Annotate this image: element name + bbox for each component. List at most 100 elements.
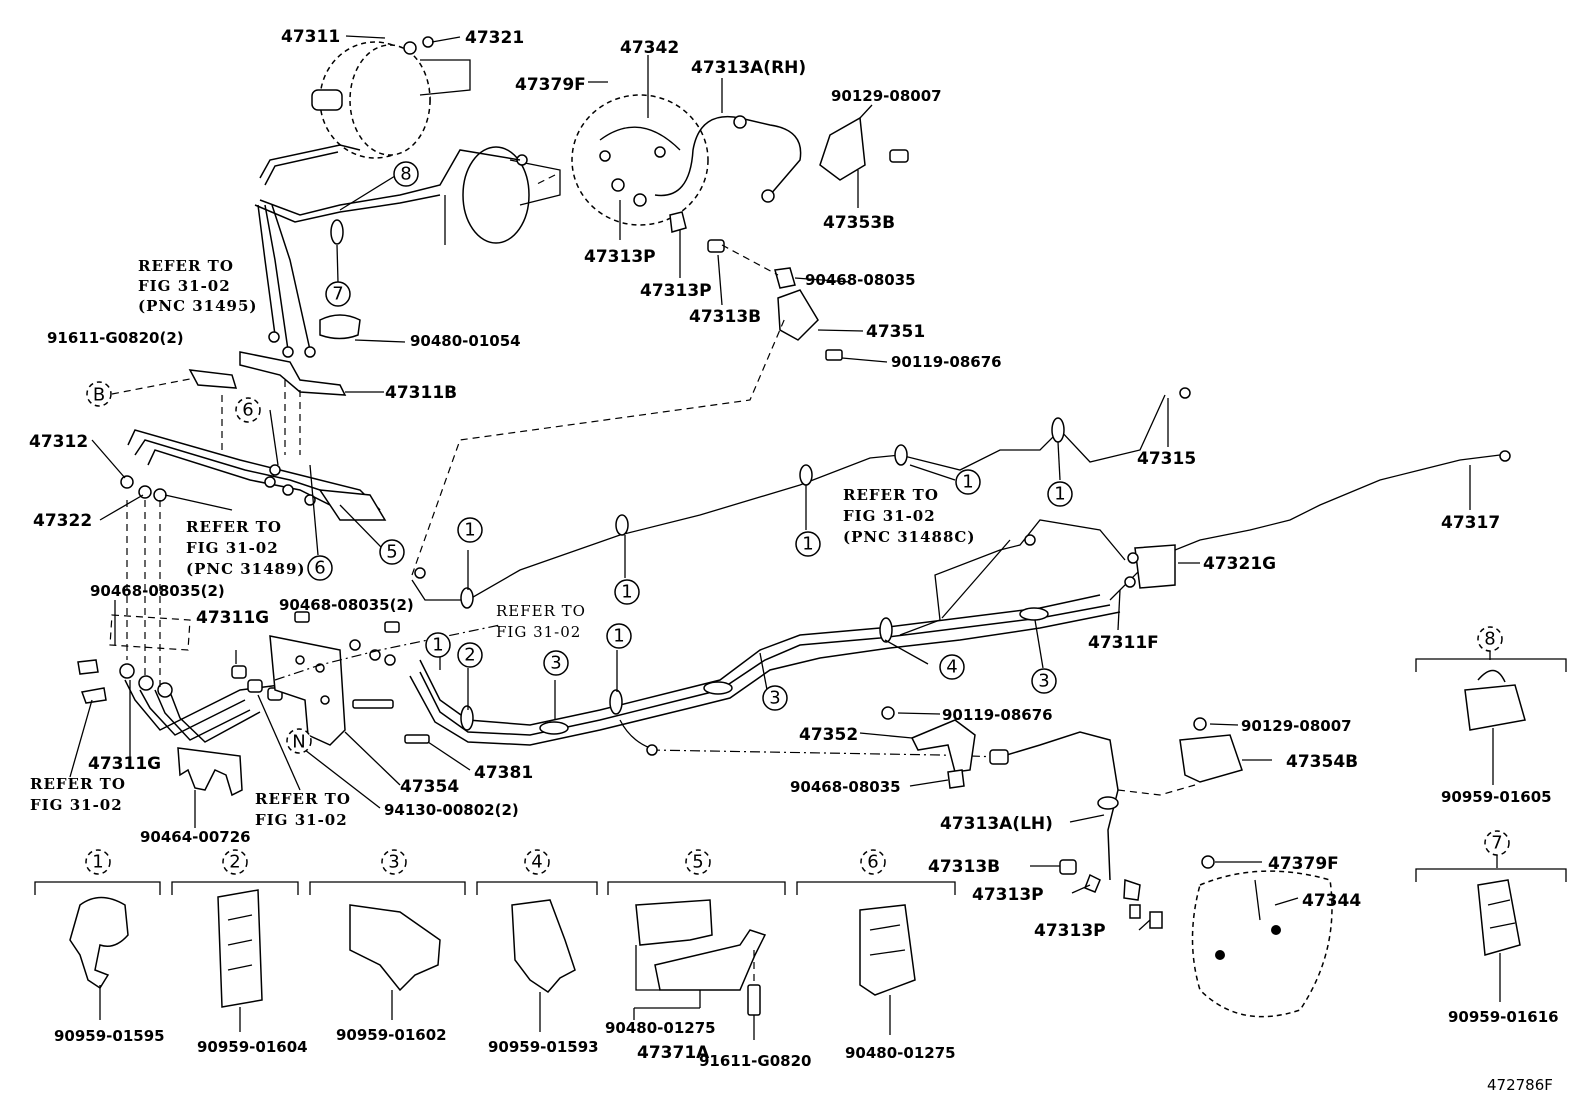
callout-5-left: 5 [379, 539, 405, 565]
label-47313p-b: 47313P [640, 281, 712, 301]
callout-detail-6: 6 [860, 849, 886, 875]
callout-1-b: 1 [614, 579, 640, 605]
brake-drum-top [571, 94, 909, 361]
rear-brake-tubes [409, 387, 1511, 758]
lower-left-tube-bundle [77, 611, 430, 797]
svg-text:1: 1 [432, 635, 443, 656]
label-90464: 90464-00726 [140, 828, 251, 846]
callout-6-lower: 6 [307, 555, 333, 581]
svg-text:1: 1 [621, 582, 632, 603]
label-90119-top: 90119-08676 [891, 353, 1002, 371]
callout-n: N [286, 728, 312, 754]
label-47321g: 47321G [1203, 554, 1276, 574]
brake-booster-assembly [311, 36, 561, 244]
label-47311b: 47311B [385, 383, 457, 403]
svg-text:1: 1 [962, 472, 973, 493]
callout-1-f: 1 [425, 632, 451, 658]
svg-text:REFER TO: REFER TO [255, 790, 351, 808]
label-90959-01605: 90959-01605 [1441, 788, 1552, 806]
refer-note-pnc-31495: REFER TO FIG 31-02 (PNC 31495) [138, 257, 258, 315]
callout-8-top: 8 [393, 161, 419, 187]
svg-text:6: 6 [242, 400, 253, 421]
svg-text:1: 1 [464, 520, 475, 541]
label-47311: 47311 [281, 27, 340, 47]
label-47312: 47312 [29, 432, 88, 452]
tube-junction-left [120, 429, 387, 521]
label-47344: 47344 [1302, 891, 1361, 911]
svg-text:FIG 31-02: FIG 31-02 [138, 277, 231, 295]
label-47311f: 47311F [1088, 633, 1159, 653]
svg-text:7: 7 [332, 284, 343, 305]
svg-text:REFER TO: REFER TO [843, 486, 939, 504]
callout-detail-3: 3 [381, 849, 407, 875]
callout-3-c: 3 [1031, 668, 1057, 694]
label-90959-01604: 90959-01604 [197, 1038, 308, 1056]
label-91611-single: 91611-G0820 [699, 1052, 811, 1070]
svg-text:REFER TO: REFER TO [30, 775, 126, 793]
label-47353b: 47353B [823, 213, 895, 233]
callout-1-d: 1 [955, 469, 981, 495]
label-47342: 47342 [620, 38, 679, 58]
label-47371a: 47371A [637, 1043, 710, 1063]
label-90129-mid: 90129-08007 [1241, 717, 1352, 735]
label-47313p-c: 47313P [972, 885, 1044, 905]
leader-lines [69, 35, 1501, 1002]
label-47313b-top: 47313B [689, 307, 761, 327]
label-47381: 47381 [474, 763, 533, 783]
label-90468-2b: 90468-08035(2) [279, 596, 414, 614]
label-47313a-rh: 47313A(RH) [691, 58, 806, 78]
svg-text:2: 2 [229, 852, 240, 873]
label-90480-01275-b: 90480-01275 [845, 1044, 956, 1062]
label-47313b-bot: 47313B [928, 857, 1000, 877]
callout-b: B [86, 381, 112, 407]
svg-text:4: 4 [531, 852, 542, 873]
label-47321: 47321 [465, 28, 524, 48]
svg-text:3: 3 [769, 688, 780, 709]
label-47351: 47351 [866, 322, 925, 342]
refer-note-mid: REFER TO FIG 31-02 [496, 602, 585, 641]
svg-text:5: 5 [692, 852, 703, 873]
callout-4: 4 [939, 654, 965, 680]
refer-note-bottom-center: REFER TO FIG 31-02 [255, 790, 351, 829]
label-90129-top: 90129-08007 [831, 87, 942, 105]
svg-text:N: N [292, 732, 305, 753]
svg-text:2: 2 [464, 645, 475, 666]
label-47322: 47322 [33, 511, 92, 531]
label-90468-top: 90468-08035 [805, 271, 916, 289]
figure-code: 472786F [1487, 1076, 1553, 1094]
callout-detail-4: 4 [524, 849, 550, 875]
label-47315: 47315 [1137, 449, 1196, 469]
label-47352: 47352 [799, 725, 858, 745]
label-90959-01595: 90959-01595 [54, 1027, 165, 1045]
svg-text:6: 6 [314, 558, 325, 579]
label-90468-mid: 90468-08035 [790, 778, 901, 796]
svg-text:1: 1 [92, 852, 103, 873]
callout-6-upper: 6 [235, 397, 261, 423]
part-number-labels: 47311 47321 47342 47379F 47313A(RH) 9012… [29, 27, 1559, 1094]
callout-circles: 8 7 B 6 5 6 1 1 1 1 1 1 1 2 3 3 4 3 N 1 … [85, 161, 1510, 875]
label-47317: 47317 [1441, 513, 1500, 533]
label-91611-2: 91611-G0820(2) [47, 329, 184, 347]
svg-text:4: 4 [946, 657, 957, 678]
callout-detail-7: 7 [1484, 830, 1510, 856]
svg-text:3: 3 [1038, 671, 1049, 692]
label-90959-01602: 90959-01602 [336, 1026, 447, 1044]
svg-text:(PNC 31495): (PNC 31495) [138, 297, 258, 315]
label-47311g-b: 47311G [88, 754, 161, 774]
svg-text:6: 6 [867, 852, 878, 873]
label-90480-01054: 90480-01054 [410, 332, 521, 350]
svg-text:FIG 31-02: FIG 31-02 [30, 796, 123, 814]
svg-text:5: 5 [386, 542, 397, 563]
label-94130: 94130-00802(2) [384, 801, 519, 819]
rear-brake-hose-parts [881, 706, 1333, 1018]
svg-text:FIG 31-02: FIG 31-02 [496, 623, 581, 641]
svg-text:8: 8 [1484, 629, 1495, 650]
label-47379f-bot: 47379F [1268, 854, 1339, 874]
reference-notes: REFER TO FIG 31-02 (PNC 31495) REFER TO … [30, 257, 974, 829]
callout-1-g: 1 [606, 623, 632, 649]
label-90959-01616: 90959-01616 [1448, 1008, 1559, 1026]
front-brake-tubes [188, 144, 521, 396]
label-47311g-a: 47311G [196, 608, 269, 628]
label-47354b: 47354B [1286, 752, 1358, 772]
